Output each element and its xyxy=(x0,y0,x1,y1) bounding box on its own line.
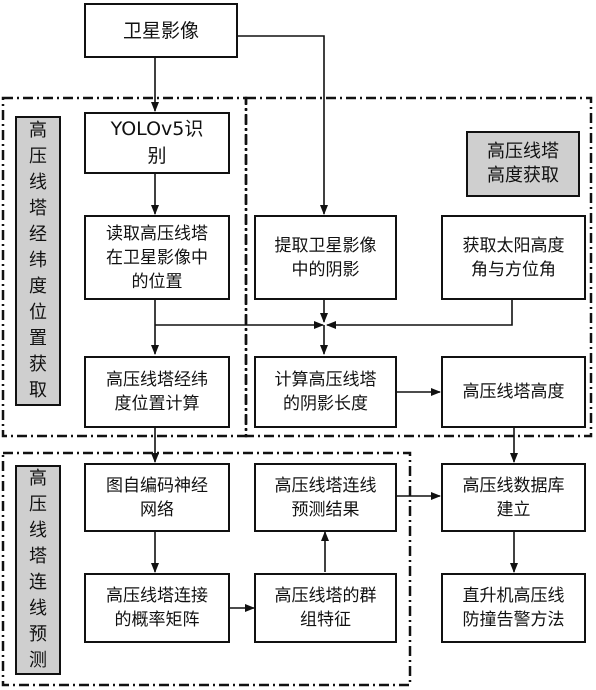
node-database: 高压线数据库 建立 xyxy=(441,463,586,532)
region-latlon-border xyxy=(1,96,248,438)
node-tower-height: 高压线塔高度 xyxy=(441,356,586,428)
node-shadow-length: 计算高压线塔 的阴影长度 xyxy=(254,356,397,428)
node-connection-result: 高压线塔连线 预测结果 xyxy=(254,463,397,532)
region-height-border xyxy=(244,96,593,438)
arrow-sun-angle-to-junction xyxy=(326,300,513,329)
arrow-satellite-to-extract-shadow xyxy=(238,35,328,215)
node-group-features: 高压线塔的群 组特征 xyxy=(254,573,397,643)
node-sun-angle: 获取太阳高度 角与方位角 xyxy=(441,215,586,300)
node-read-position: 读取高压线塔 在卫星影像中 的位置 xyxy=(84,215,230,300)
node-extract-shadow: 提取卫星影像 中的阴影 xyxy=(254,215,397,300)
node-autoencoder: 图自编码神经 网络 xyxy=(84,463,230,532)
region-connection-border xyxy=(1,451,412,687)
node-prob-matrix: 高压线塔连接 的概率矩阵 xyxy=(84,573,230,643)
node-yolo-detect: YOLOv5识 别 xyxy=(84,112,230,174)
node-calc-latlon: 高压线塔经纬 度位置计算 xyxy=(84,356,230,428)
region-latlon-title: 高 压 线 塔 经 纬 度 位 置 获 取 xyxy=(15,116,61,406)
region-connection-title: 高 压 线 塔 连 线 预 测 xyxy=(15,465,61,675)
node-helicopter-warning: 直升机高压线 防撞告警方法 xyxy=(441,573,586,643)
region-height-title: 高压线塔 高度获取 xyxy=(466,131,580,197)
node-satellite-image: 卫星影像 xyxy=(84,3,238,58)
